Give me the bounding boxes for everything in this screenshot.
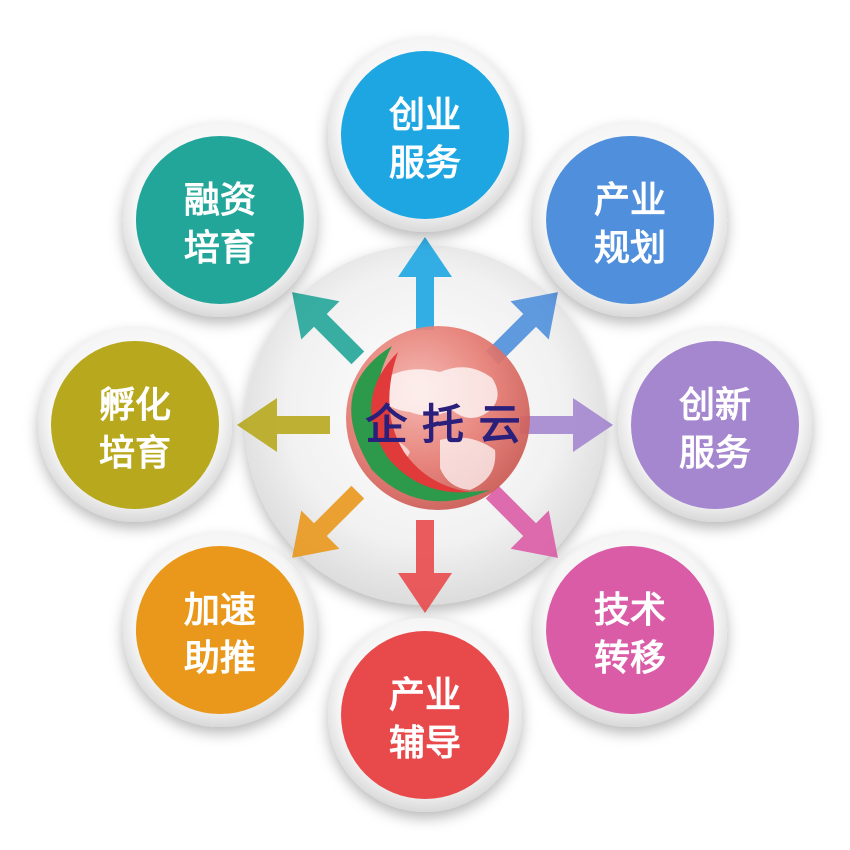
node-disc xyxy=(546,135,715,304)
arrow-right xyxy=(520,398,613,452)
node-label-line2: 服务 xyxy=(679,433,751,474)
arrow-group xyxy=(237,237,613,613)
node-label-line1: 产业 xyxy=(594,180,666,221)
node-disc xyxy=(135,135,304,304)
node-disc xyxy=(341,51,509,219)
globe-logo xyxy=(346,326,530,510)
node-label-line1: 技术 xyxy=(594,590,666,631)
node-label-line1: 创业 xyxy=(389,95,461,136)
arrow-top xyxy=(398,237,452,330)
node-label-line2: 规划 xyxy=(594,228,666,269)
node-disc xyxy=(51,341,219,509)
node-label-line2: 助推 xyxy=(184,638,256,679)
node-label-line1: 孵化 xyxy=(99,385,171,426)
arrow-top-left xyxy=(292,292,365,365)
node-label-line2: 培育 xyxy=(99,433,171,474)
node-disc xyxy=(546,546,715,715)
arrow-bottom-left xyxy=(292,485,365,558)
node-label-line1: 加速 xyxy=(184,590,256,631)
node-label-line1: 创新 xyxy=(679,385,751,426)
node-disc xyxy=(135,546,304,715)
node-label-line1: 产业 xyxy=(389,675,461,716)
arrow-top-right xyxy=(485,292,558,365)
node-label-line2: 辅导 xyxy=(389,723,461,764)
arrow-left xyxy=(237,398,330,452)
center-title: 企 托 云 xyxy=(365,400,520,449)
node-label-line2: 培育 xyxy=(184,228,256,269)
arrow-bottom-right xyxy=(485,485,558,558)
node-disc xyxy=(341,631,509,799)
node-label-line2: 转移 xyxy=(594,638,666,679)
arrow-bottom xyxy=(398,520,452,613)
node-disc xyxy=(631,341,799,509)
node-label-line2: 服务 xyxy=(389,143,461,184)
node-label-line1: 融资 xyxy=(184,180,256,221)
